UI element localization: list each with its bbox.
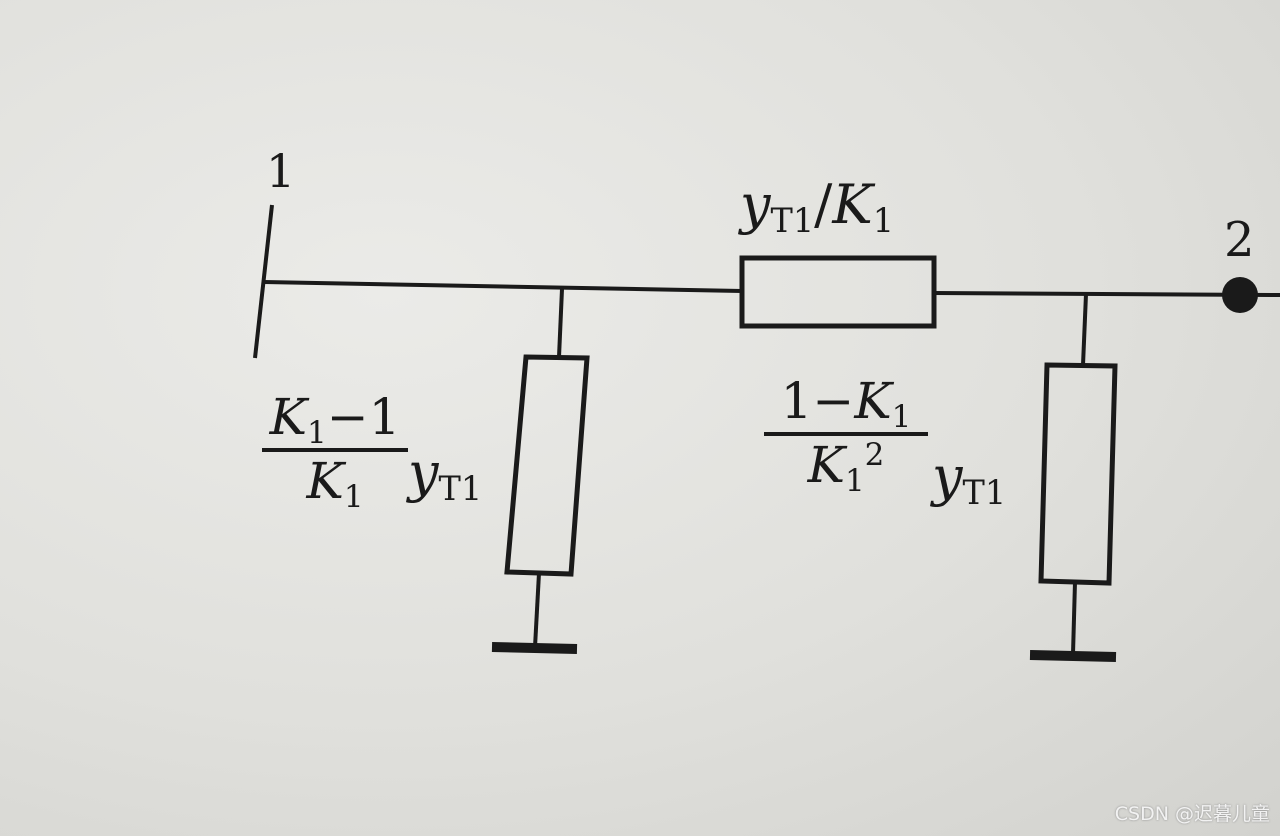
shunt-left-fraction-bar [262, 448, 408, 452]
node-2-label: 2 [1224, 212, 1255, 268]
shunt-left-num-var: K [269, 388, 307, 446]
shunt-right-den-sup: 2 [864, 436, 885, 473]
shunt-right-fraction: 1−K1 K12 [764, 376, 928, 496]
shunt-left-factor: yT1 [408, 446, 482, 506]
shunt-right-wire-top [1081, 293, 1088, 366]
shunt-left-den-var: K [306, 452, 344, 510]
shunt-right-numerator: 1−K1 [764, 376, 928, 432]
node-2-dot [1222, 277, 1258, 313]
ground-left [491, 642, 578, 654]
series-var: y [740, 173, 771, 236]
shunt-left-num-rest: −1 [326, 388, 401, 446]
series-impedance-box [739, 255, 937, 329]
series-divisor: K [832, 173, 873, 236]
series-var-sub: T1 [770, 201, 815, 241]
series-separator: / [814, 173, 833, 236]
shunt-right-factor: yT1 [932, 450, 1006, 510]
shunt-right-factor-sub: T1 [962, 473, 1007, 513]
shunt-left-numerator: K1−1 [262, 392, 408, 448]
shunt-right-den-sub: 1 [844, 462, 865, 499]
shunt-right-denominator: K12 [764, 436, 928, 496]
shunt-left-num-sub: 1 [306, 414, 327, 451]
node-1-label: 1 [266, 144, 296, 198]
shunt-left-denominator: K1 [262, 456, 408, 512]
shunt-left-wire-top [557, 288, 564, 358]
shunt-right-fraction-bar [764, 432, 928, 436]
series-divisor-sub: 1 [872, 201, 894, 241]
shunt-left-den-sub: 1 [343, 478, 364, 515]
watermark: CSDN @迟暮儿童 [1114, 803, 1270, 825]
shunt-right-num-var: K [854, 372, 892, 430]
shunt-right-num-sub: 1 [891, 398, 912, 435]
shunt-right-num-lead: 1− [780, 372, 855, 430]
shunt-left-box [504, 354, 590, 577]
ground-right [1029, 650, 1117, 662]
shunt-right-den-var: K [807, 436, 845, 494]
shunt-left-wire-bottom [533, 572, 541, 648]
shunt-left-factor-var: y [408, 441, 439, 504]
shunt-right-wire-bottom [1071, 581, 1077, 655]
shunt-right-factor-var: y [932, 445, 963, 508]
series-admittance-label: yT1/K1 [740, 178, 894, 238]
shunt-left-fraction: K1−1 K1 [262, 392, 408, 512]
shunt-left-factor-sub: T1 [438, 469, 483, 509]
main-line-left [263, 280, 743, 293]
shunt-right-box [1038, 362, 1118, 586]
bus-bar-node-1 [253, 204, 274, 359]
